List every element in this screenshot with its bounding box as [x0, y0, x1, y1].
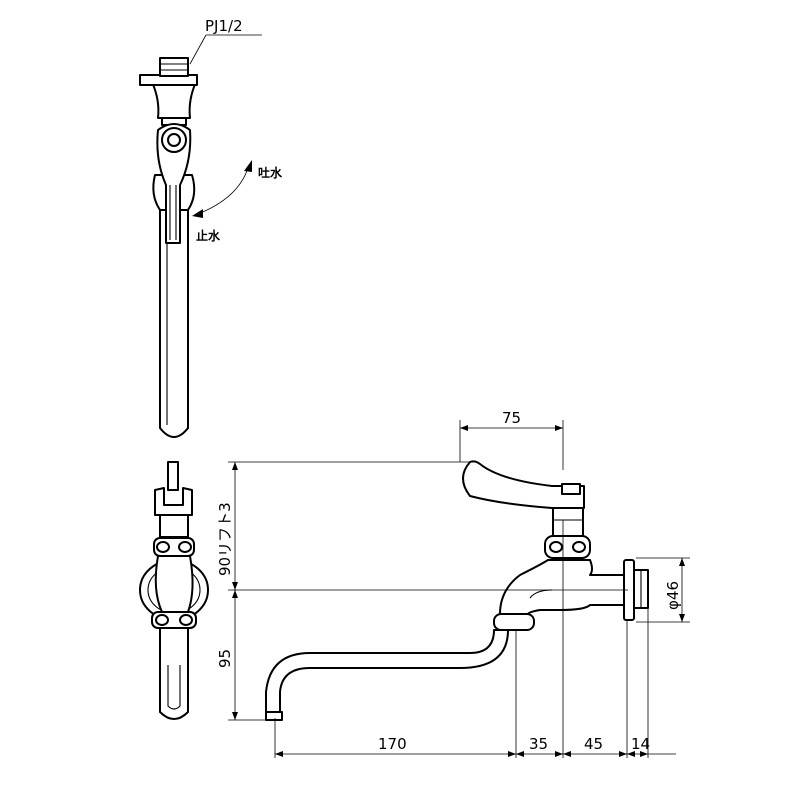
- dim-spout-length: 170: [378, 735, 407, 753]
- side-handle-lever: [156, 123, 192, 244]
- rotation-indicator: 吐水 止水: [192, 160, 283, 243]
- elevation-lever-handle: [462, 460, 585, 509]
- dim-lower-height: 95: [216, 649, 234, 668]
- thread-callout: PJ1/2: [189, 17, 262, 65]
- front-stem: [159, 514, 189, 538]
- dimensions: 75 90リフト3 95 φ46 170 35: [216, 409, 690, 758]
- dim-seg-a: 35: [529, 735, 548, 753]
- front-handle-tab: [167, 461, 179, 491]
- side-thread-fitting: [159, 57, 189, 77]
- front-body: [154, 555, 194, 613]
- elevation-view: [265, 460, 649, 721]
- elevation-spout: [265, 629, 509, 717]
- dim-upper-height: 90リフト3: [216, 502, 234, 576]
- front-lever-head: [154, 487, 193, 516]
- spout-tip: [265, 711, 283, 721]
- side-pivot-inner: [167, 133, 181, 147]
- open-label: 吐水: [258, 165, 283, 180]
- dim-top-width: 75: [502, 409, 521, 427]
- dim-diameter: φ46: [664, 581, 682, 610]
- handle-cap: [561, 483, 581, 495]
- elevation-body: [499, 559, 629, 615]
- front-view: [139, 461, 209, 720]
- union-nut: [493, 613, 535, 631]
- side-view: [139, 57, 198, 438]
- close-label: 止水: [196, 228, 221, 243]
- dim-seg-b: 45: [584, 735, 603, 753]
- front-spout-pipe: [159, 627, 189, 720]
- thread-label: PJ1/2: [205, 17, 243, 35]
- dim-seg-c: 14: [631, 735, 650, 753]
- side-collar: [151, 81, 197, 119]
